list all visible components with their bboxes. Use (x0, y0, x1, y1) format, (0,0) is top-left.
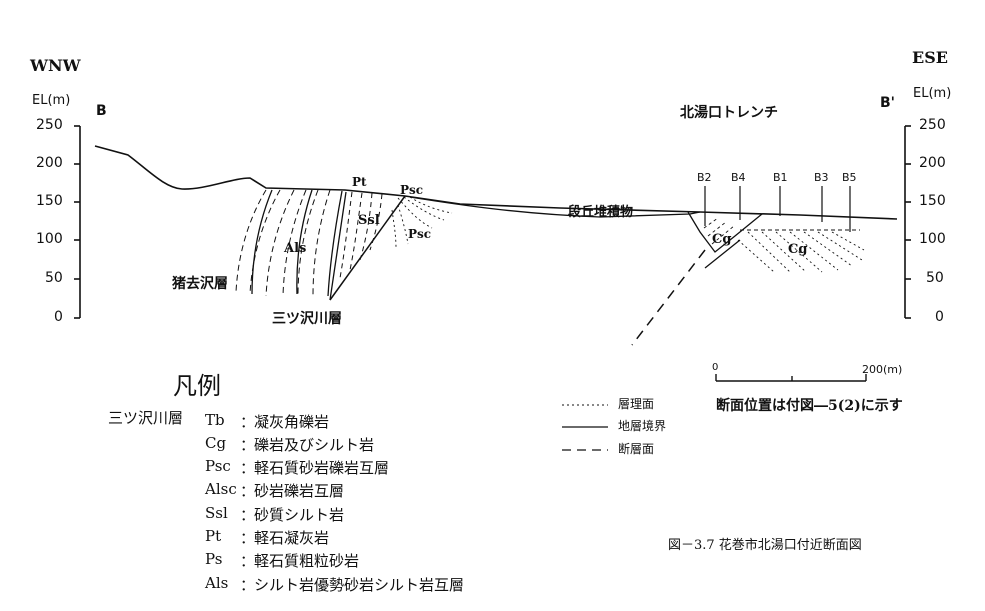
legend-desc: シルト岩優勢砂岩シルト岩互層 (254, 576, 465, 594)
unit-inokozawa: 猪去沢層 (172, 276, 228, 292)
left-tick-50: 50 (45, 270, 63, 286)
left-tick-200: 200 (36, 155, 63, 171)
legend-desc: 礫岩及びシルト岩 (254, 436, 375, 454)
section-end-right: B' (880, 95, 895, 111)
unit-pt: Pt (352, 175, 367, 189)
left-tick-100: 100 (36, 231, 63, 247)
legend-code: Tb (205, 411, 225, 429)
terrace-deposit-base (409, 196, 701, 218)
unit-cg-right: Cg (788, 242, 808, 257)
unit-terrace: 段丘堆積物 (568, 205, 634, 220)
legend-colon: ： (240, 552, 256, 570)
psc-bedding-lines (391, 196, 453, 249)
borehole-label-b3: B3 (814, 171, 829, 184)
cg-left-block (687, 211, 763, 253)
fault-plane-label: 断層面 (618, 442, 655, 456)
legend-colon: ： (240, 482, 256, 500)
legend-colon: ： (240, 436, 256, 454)
legend-colon: ： (240, 529, 256, 547)
scale-end-label: 200(m) (862, 363, 903, 376)
left-axis-title: EL(m) (32, 93, 71, 108)
unit-als: Als (284, 241, 307, 256)
unit-mitsuzawa: 三ツ沢川層 (272, 311, 342, 327)
left-tick-0: 0 (54, 309, 63, 325)
ssl-bedding-lines (339, 191, 383, 279)
right-tick-50: 50 (926, 270, 944, 286)
right-tick-0: 0 (935, 309, 944, 325)
scale-bar (715, 374, 867, 382)
trench-fault-solid (704, 239, 741, 269)
legend-colon: ： (240, 413, 256, 431)
direction-right: ESE (912, 48, 948, 67)
borehole-label-b4: B4 (731, 171, 746, 184)
trench-label: 北湯口トレンチ (680, 105, 778, 121)
left-tick-250: 250 (36, 117, 63, 133)
ground-surface-line (94, 145, 898, 220)
left-tick-150: 150 (36, 193, 63, 209)
legend-formation: 三ツ沢川層 (108, 409, 184, 427)
legend-code: Ps (205, 550, 223, 568)
legend-desc: 軽石質砂岩礫岩互層 (254, 459, 390, 477)
legend-code: Pt (205, 527, 222, 545)
formation-boundary-label: 地層境界 (618, 419, 667, 433)
right-elevation-axis (904, 125, 911, 319)
unit-cg-left: Cg (712, 232, 732, 247)
legend-code: Alsc (205, 480, 237, 498)
borehole-label-b1: B1 (773, 171, 788, 184)
legend-desc: 砂質シルト岩 (254, 506, 345, 524)
scale-zero-label: 0 (712, 362, 719, 373)
legend-list: Tb ： 凝灰角礫岩 Cg ： 礫岩及びシルト岩 Psc ： 軽石質砂岩礫岩互層… (0, 408, 600, 608)
right-tick-150: 150 (919, 193, 946, 209)
legend-title: 凡例 (173, 372, 221, 400)
bedding-plane-label: 層理面 (618, 397, 655, 411)
ssl-fault-line (329, 195, 406, 301)
borehole-label-b2: B2 (697, 171, 712, 184)
legend-colon: ： (240, 576, 256, 594)
legend-colon: ： (240, 459, 256, 477)
als-boundary-lines (251, 189, 343, 297)
right-axis-title: EL(m) (913, 86, 952, 101)
left-elevation-axis (74, 125, 81, 319)
legend-desc: 軽石質粗粒砂岩 (254, 552, 360, 570)
location-note: 断面位置は付図―5(2)に示す (716, 398, 903, 414)
legend-desc: 凝灰角礫岩 (254, 413, 330, 431)
cg-right-bedding (737, 231, 865, 273)
legend-code: Als (205, 574, 229, 592)
legend-desc: 砂岩礫岩互層 (254, 482, 345, 500)
unit-psc-upper: Psc (400, 183, 424, 197)
ssl-base-line (329, 191, 347, 301)
right-tick-100: 100 (919, 231, 946, 247)
figure-caption: 図－3.7 花巻市北湯口付近断面図 (668, 538, 862, 553)
direction-left: WNW (30, 56, 81, 75)
legend-code: Ssl (205, 504, 228, 522)
section-end-left: B (96, 103, 107, 119)
right-tick-250: 250 (919, 117, 946, 133)
legend-code: Cg (205, 434, 227, 452)
legend-code: Psc (205, 457, 231, 475)
unit-ssl: Ssl (358, 213, 380, 228)
right-tick-200: 200 (919, 155, 946, 171)
cg-left-bedding (703, 217, 735, 245)
borehole-lines (704, 186, 851, 232)
trench-fault-dashed (631, 249, 706, 346)
legend-colon: ： (240, 506, 256, 524)
legend-desc: 軽石凝灰岩 (254, 529, 330, 547)
borehole-label-b5: B5 (842, 171, 857, 184)
als-bedding-lines (235, 189, 331, 297)
unit-psc-lower: Psc (408, 227, 432, 241)
